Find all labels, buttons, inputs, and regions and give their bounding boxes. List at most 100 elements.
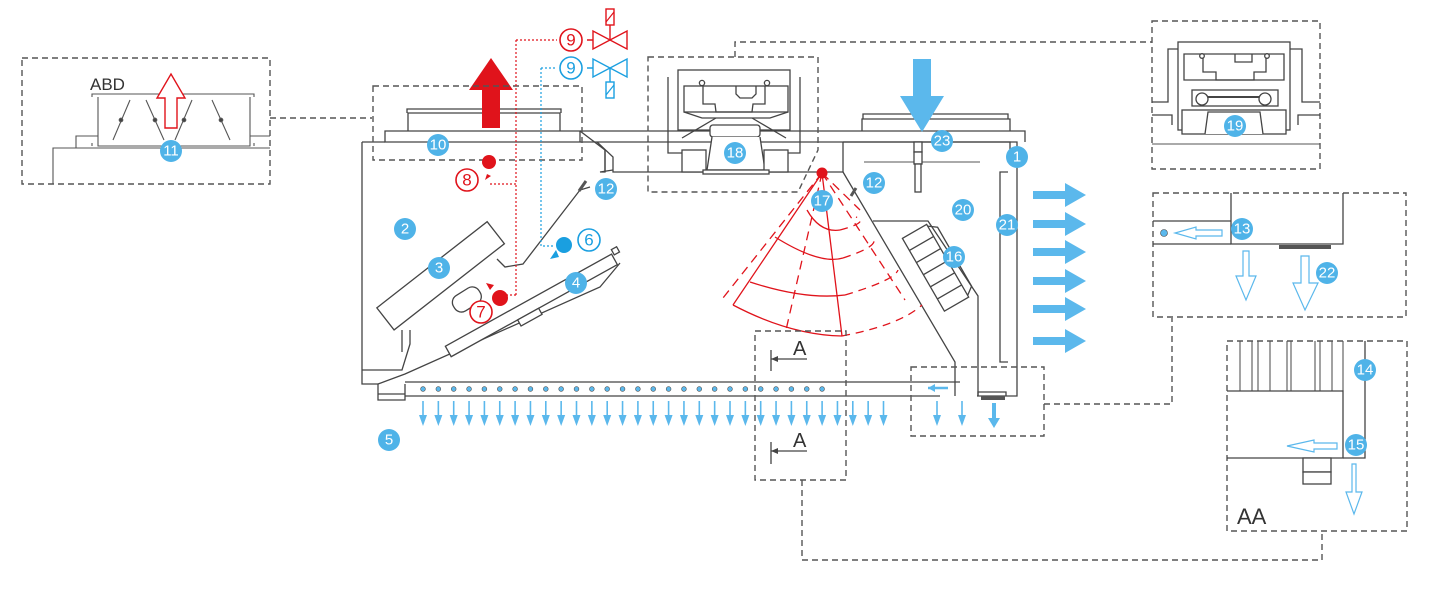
bottom-nozzle-dots xyxy=(420,386,825,392)
svg-text:5: 5 xyxy=(385,432,393,449)
detail-13-22 xyxy=(1152,192,1407,318)
svg-text:18: 18 xyxy=(727,145,744,162)
air-curtain-arrow xyxy=(587,401,596,426)
uv-filter-cartridge xyxy=(901,223,973,312)
svg-text:22: 22 xyxy=(1319,265,1336,282)
air-curtain-arrow xyxy=(649,401,658,426)
nozzle-dot xyxy=(481,386,488,392)
callout-18: 18 xyxy=(724,142,746,164)
svg-text:3: 3 xyxy=(435,260,443,277)
air-curtain-arrow xyxy=(664,401,673,426)
front-air-arrow xyxy=(1033,212,1086,236)
callout-22: 22 xyxy=(1316,262,1338,284)
cold-valve-group xyxy=(540,57,628,247)
front-air-arrows xyxy=(1033,183,1086,353)
air-curtain-arrow xyxy=(848,401,857,426)
air-curtain-arrow xyxy=(679,401,688,426)
callout-11: 11 xyxy=(160,140,182,162)
detail-aa: AA xyxy=(1226,340,1408,532)
temp-sensor-7 xyxy=(486,283,508,306)
air-curtain-arrow xyxy=(958,401,966,426)
nozzle-dot xyxy=(497,386,503,392)
svg-text:2: 2 xyxy=(401,221,409,238)
nozzle-dot xyxy=(788,386,795,392)
air-curtain-arrow xyxy=(741,401,750,426)
nozzle-dot xyxy=(819,386,825,392)
hot-water-valve-icon xyxy=(587,29,628,51)
svg-text:8: 8 xyxy=(462,171,471,190)
bottom-air-curtain-arrows xyxy=(419,401,966,426)
front-air-arrow xyxy=(1033,240,1086,264)
svg-text:15: 15 xyxy=(1348,437,1365,454)
callout-1: 1 xyxy=(1006,146,1028,168)
air-curtain-arrow xyxy=(818,401,827,426)
air-curtain-arrow xyxy=(633,401,642,426)
air-curtain-arrow xyxy=(603,401,612,426)
section-a-label-bottom: A xyxy=(793,430,807,452)
svg-text:9: 9 xyxy=(566,31,575,50)
temp-sensor-8 xyxy=(482,155,496,180)
air-curtain-arrow xyxy=(495,401,504,426)
air-curtain-arrow xyxy=(802,401,811,426)
air-curtain-arrow xyxy=(434,401,443,426)
nozzle-dot xyxy=(466,386,472,392)
nozzle-dot xyxy=(558,386,564,392)
air-curtain-arrow xyxy=(933,401,941,426)
callout-15: 15 xyxy=(1345,434,1367,456)
svg-text:17: 17 xyxy=(814,193,831,210)
nozzle-dot xyxy=(742,386,749,392)
exhaust-arrow-outline xyxy=(155,72,187,129)
section-aa-label: AA xyxy=(1237,504,1267,529)
drain-arrow xyxy=(988,418,1000,428)
air-curtain-arrow xyxy=(557,401,566,426)
supply-air-arrow xyxy=(900,59,944,132)
callout-3: 3 xyxy=(428,257,450,279)
callout-23: 23 xyxy=(931,130,953,152)
internal-flow-arrow xyxy=(928,384,935,392)
callout-5: 5 xyxy=(378,429,400,451)
svg-text:20: 20 xyxy=(955,202,972,219)
nozzle-dot xyxy=(543,386,549,392)
svg-text:1: 1 xyxy=(1013,149,1021,166)
detail-19 xyxy=(1151,20,1321,170)
callout-4: 4 xyxy=(565,272,587,294)
sensor-dot xyxy=(816,167,828,179)
svg-text:6: 6 xyxy=(584,231,593,250)
callout-21: 21 xyxy=(996,214,1018,236)
detail-abd-frame xyxy=(21,57,271,185)
callout-10: 10 xyxy=(427,134,449,156)
nozzle-dot xyxy=(650,386,656,392)
air-curtain-arrow xyxy=(618,401,627,426)
air-curtain-arrow xyxy=(756,401,765,426)
svg-text:4: 4 xyxy=(572,275,580,292)
svg-text:14: 14 xyxy=(1357,362,1374,379)
abd-label: ABD xyxy=(90,75,125,94)
callout-20: 20 xyxy=(952,199,974,221)
nozzle-dot xyxy=(757,386,764,392)
air-curtain-arrow xyxy=(526,401,535,426)
svg-text:19: 19 xyxy=(1227,118,1244,135)
detail-frame-10 xyxy=(372,85,583,161)
callout-7: 7 xyxy=(469,300,493,324)
svg-text:9: 9 xyxy=(566,59,575,78)
air-curtain-arrow xyxy=(787,401,796,426)
nozzle-dot xyxy=(696,386,702,392)
air-curtain-arrow xyxy=(726,401,734,426)
cold-sensor-6 xyxy=(550,237,572,259)
air-curtain-arrow xyxy=(419,401,427,426)
svg-text:12: 12 xyxy=(598,181,615,198)
section-a-marker: A A xyxy=(754,330,1323,561)
callout-6: 6 xyxy=(577,228,601,252)
front-air-arrow xyxy=(1033,297,1086,321)
nozzle-dot xyxy=(527,386,534,392)
front-air-arrow xyxy=(1033,183,1086,207)
callout-9-cold: 9 xyxy=(559,56,583,80)
callout-14: 14 xyxy=(1354,359,1376,381)
nozzle-dot xyxy=(711,386,718,392)
callout-12-left: 12 xyxy=(595,178,617,200)
nozzle-dot xyxy=(619,386,626,392)
callout-17: 17 xyxy=(811,190,833,212)
air-curtain-arrow xyxy=(833,401,842,426)
